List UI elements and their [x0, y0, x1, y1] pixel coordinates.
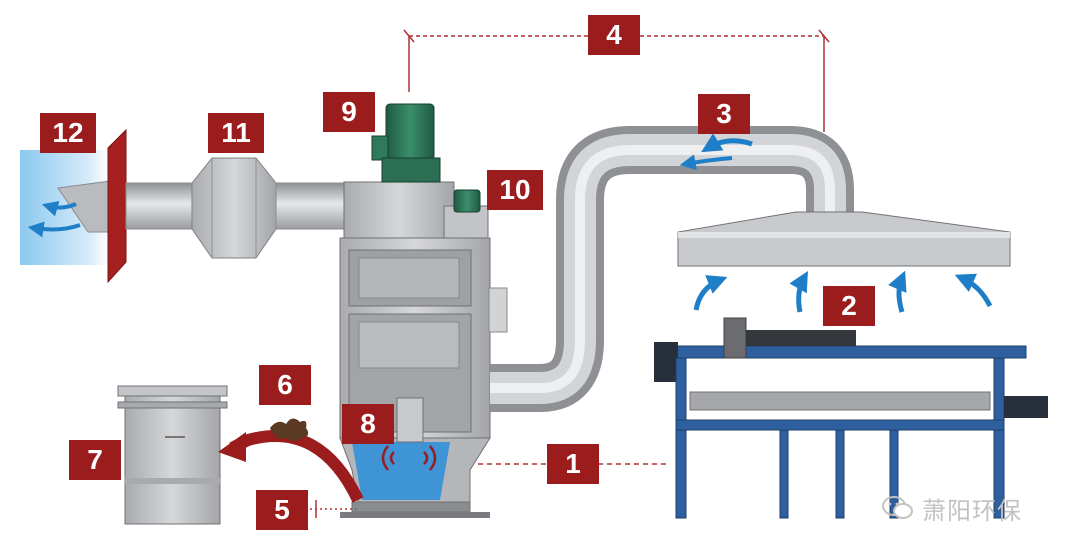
- dust-pile-icon: [270, 418, 309, 441]
- exhaust-duct-2: [275, 182, 347, 230]
- cutting-table: [654, 317, 1048, 519]
- label-9-motor: 9: [323, 92, 375, 132]
- wechat-icon: [882, 496, 913, 519]
- ultrasonic-wave-icon: [381, 445, 437, 471]
- label-7-bin: 7: [69, 440, 121, 480]
- label-8-ultrasonic: 8: [342, 404, 394, 444]
- airflow-arrow-icon: [789, 271, 808, 313]
- dust-discharge-arrow: [229, 430, 364, 503]
- airflow-arrow-icon: [679, 154, 733, 171]
- label-4-distance: 4: [588, 15, 640, 55]
- label-5-hopper-gap: 5: [256, 490, 308, 530]
- label-6-dust: 6: [259, 365, 311, 405]
- wall: [107, 128, 127, 284]
- label-11-silencer: 11: [208, 113, 264, 153]
- cleaning-motor: [453, 189, 481, 213]
- label-3-duct: 3: [698, 94, 750, 134]
- label-10-small-motor: 10: [487, 170, 543, 210]
- label-1-cutting-table: 1: [547, 444, 599, 484]
- dust-bin: [124, 387, 221, 525]
- fan-housing: [343, 181, 455, 239]
- watermark-text: 萧阳环保: [922, 496, 1022, 525]
- extraction-hood: [677, 211, 1011, 267]
- fan-motor: [385, 103, 435, 161]
- silencer: [191, 157, 277, 259]
- airflow-arrow-icon: [693, 275, 728, 311]
- airflow-arrow-icon: [27, 221, 81, 238]
- label-12-exhaust: 12: [40, 113, 96, 153]
- dust-water-container: [352, 442, 450, 500]
- label-2-hood: 2: [823, 286, 875, 326]
- airflow-arrow-icon: [888, 270, 907, 313]
- airflow-arrow-icon: [954, 273, 993, 308]
- airflow-arrow-icon: [41, 200, 77, 217]
- airflow-arrow-icon: [701, 133, 753, 153]
- exhaust-duct: [125, 182, 193, 230]
- watermark: 萧阳环保: [882, 488, 1062, 528]
